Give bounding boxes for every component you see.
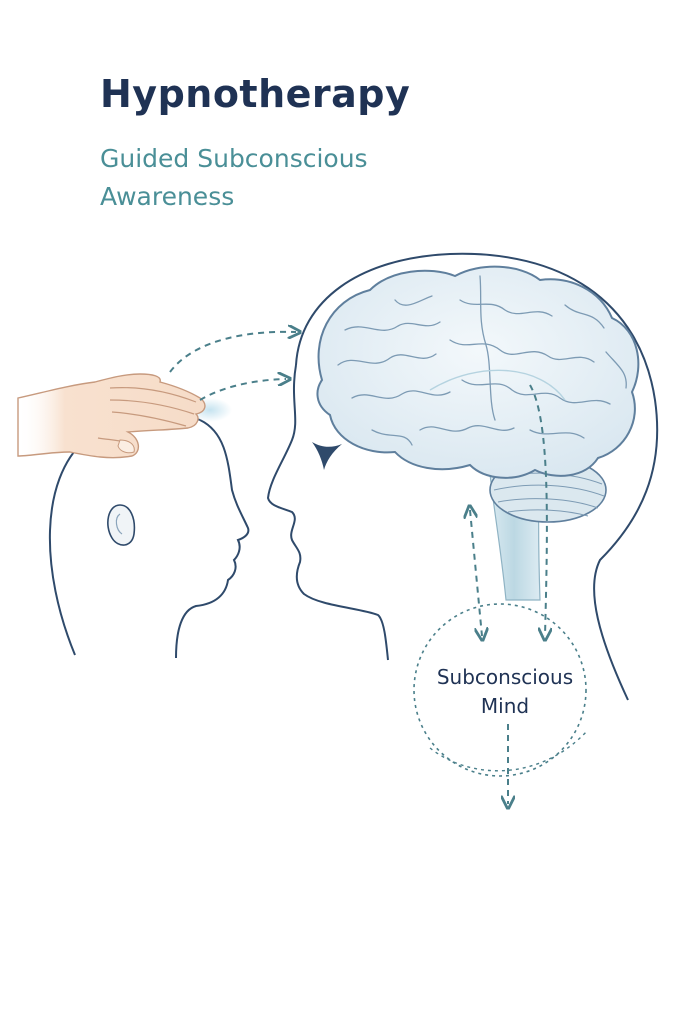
small-face-profile: [175, 419, 250, 659]
brain-gyri: [337, 275, 627, 446]
hand-finger-lines: [97, 387, 197, 445]
page-subtitle: Guided Subconscious Awareness: [100, 144, 368, 211]
subconscious-circle: [413, 603, 587, 777]
small-head-ear: [107, 504, 136, 546]
hand-to-brain-arrow-upper: [169, 332, 296, 373]
hand: [17, 373, 206, 459]
small-head-ear-inner: [115, 513, 123, 535]
large-face-profile: [266, 364, 389, 661]
page-title: Hypnotherapy: [100, 72, 411, 116]
hand-to-brain-arrow-lower: [199, 379, 286, 401]
subconscious-label-line2: Mind: [481, 694, 529, 718]
large-head-outline: [295, 252, 659, 701]
thumbnail: [117, 439, 135, 454]
bidirectional-arrow: [470, 510, 482, 636]
subconscious-label-line1: Subconscious: [437, 665, 573, 689]
brain-to-mind-arrow: [529, 384, 547, 636]
large-head-eye: [312, 442, 342, 470]
brain-highlight-arc: [429, 369, 566, 401]
